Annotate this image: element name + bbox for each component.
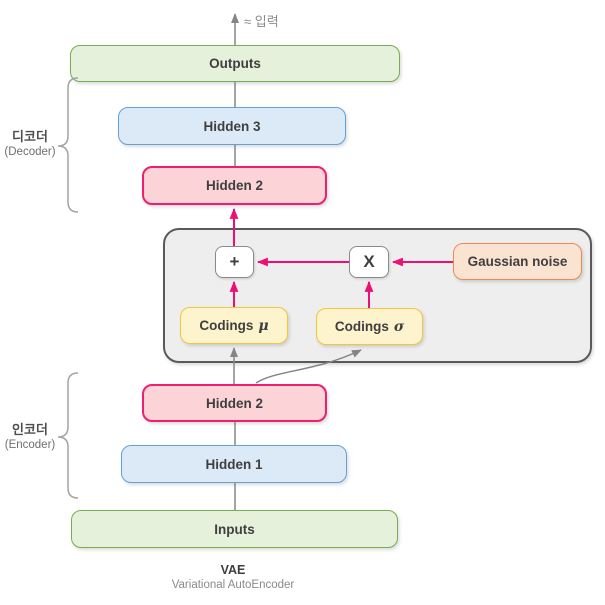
gaussian-noise-label: Gaussian noise — [467, 254, 568, 269]
decoder-label-korean: 디코더 — [12, 129, 48, 144]
diagram-caption: VAE Variational AutoEncoder — [133, 562, 333, 593]
hidden3-box: Hidden 3 — [118, 107, 346, 145]
decoder-section-label: 디코더 (Decoder) — [2, 129, 58, 160]
outputs-box: Outputs — [70, 45, 400, 82]
codings-sigma-label: Codings — [334, 319, 389, 334]
caption-title: VAE — [220, 563, 246, 577]
approx-input-label: ≈ 입력 — [244, 14, 279, 29]
caption-subtitle: Variational AutoEncoder — [171, 579, 295, 592]
inputs-label: Inputs — [214, 521, 255, 537]
plus-operator-box: + — [215, 246, 254, 278]
multiply-operator-box: X — [349, 246, 389, 278]
hidden2-decoder-box: Hidden 2 — [142, 166, 327, 205]
multiply-operator-label: X — [363, 252, 375, 271]
gaussian-noise-box: Gaussian noise — [453, 243, 582, 280]
hidden2-encoder-box: Hidden 2 — [142, 384, 327, 422]
codings-mu-label: Codings — [199, 318, 254, 333]
hidden2-decoder-label: Hidden 2 — [205, 178, 263, 193]
hidden1-label: Hidden 1 — [205, 456, 263, 472]
outputs-label: Outputs — [209, 56, 261, 71]
encoder-brace — [57, 372, 79, 499]
codings-mu-box: Codings μ — [180, 307, 288, 344]
decoder-label-english: (Decoder) — [4, 146, 56, 159]
mu-symbol: μ — [258, 317, 269, 334]
encoder-label-english: (Encoder) — [4, 439, 56, 452]
hidden2-encoder-label: Hidden 2 — [205, 395, 263, 411]
encoder-label-korean: 인코더 — [12, 422, 48, 437]
plus-operator-label: + — [229, 252, 240, 271]
encoder-section-label: 인코더 (Encoder) — [2, 422, 58, 453]
codings-sigma-box: Codings σ — [316, 308, 423, 345]
sigma-symbol: σ — [393, 318, 405, 335]
decoder-brace — [57, 77, 79, 213]
hidden3-label: Hidden 3 — [203, 118, 261, 134]
hidden1-box: Hidden 1 — [121, 445, 347, 483]
inputs-box: Inputs — [71, 510, 398, 548]
